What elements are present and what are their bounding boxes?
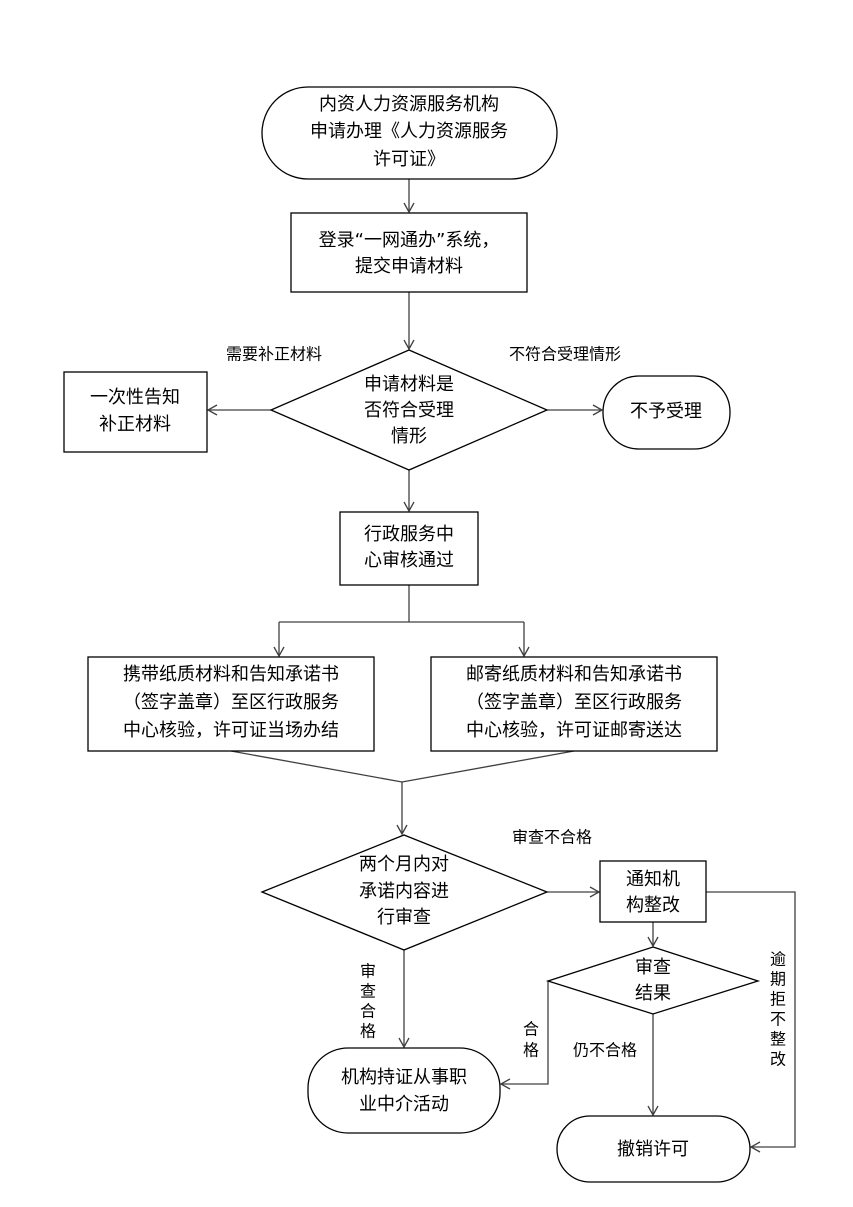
label-pass: 合 格	[523, 1020, 539, 1060]
node-text: 申请材料是	[364, 374, 454, 395]
node-text: 登录“一网通办”系统，	[319, 230, 500, 251]
label-char: 格	[360, 1022, 376, 1041]
check-diamond: 申请材料是 否符合受理 情形	[269, 349, 549, 471]
node-text: 业中介活动	[359, 1094, 449, 1115]
label-char: 逾	[770, 950, 786, 969]
node-text: 中心核验，许可证当场办结	[123, 720, 339, 741]
node-text: 一次性告知	[90, 387, 180, 408]
node-text: 行审查	[377, 907, 431, 928]
node-text: 申请办理《人力资源服务	[310, 121, 508, 142]
start-terminal: 内资人力资源服务机构 申请办理《人力资源服务 许可证》	[261, 86, 558, 180]
node-text: 机构持证从事职	[341, 1067, 467, 1088]
node-text: 两个月内对	[359, 854, 449, 875]
operate-terminal: 机构持证从事职 业中介活动	[307, 1047, 501, 1134]
supplement-box: 一次性告知 补正材料	[63, 371, 208, 453]
node-text: 心审核通过	[364, 550, 454, 571]
node-text: 中心核验，许可证邮寄送达	[466, 720, 682, 741]
label-char: 查	[360, 982, 376, 1001]
node-text: 携带纸质材料和告知承诺书	[123, 664, 339, 685]
label-need-supplement: 需要补正材料	[226, 345, 322, 364]
node-text: （签字盖章）至区行政服务	[466, 692, 682, 713]
node-text: 不予受理	[630, 401, 702, 422]
reject-terminal: 不予受理	[602, 375, 731, 450]
node-text: 结果	[635, 983, 671, 1004]
label-review-pass: 审 查 合 格	[360, 962, 376, 1041]
node-text: （签字盖章）至区行政服务	[123, 692, 339, 713]
node-text: 通知机	[626, 869, 680, 890]
label-char: 整	[770, 1030, 786, 1049]
center-review-box: 行政服务中 心审核通过	[339, 511, 479, 586]
node-text: 行政服务中	[364, 524, 454, 545]
two-month-review-diamond: 两个月内对 承诺内容进 行审查	[260, 834, 549, 951]
node-text: 承诺内容进	[359, 881, 449, 902]
label-not-meet: 不符合受理情形	[509, 345, 621, 364]
notify-box: 通知机 构整改	[599, 860, 707, 923]
label-review-fail: 审查不合格	[512, 828, 592, 847]
review-result-diamond: 审查 结果	[545, 946, 761, 1015]
label-char: 格	[523, 1041, 539, 1060]
label-still-fail: 仍不合格	[573, 1041, 637, 1060]
submit-box: 登录“一网通办”系统， 提交申请材料	[290, 212, 528, 293]
mail-box: 邮寄纸质材料和告知承诺书 （签字盖章）至区行政服务 中心核验，许可证邮寄送达	[430, 656, 718, 752]
label-char: 审	[360, 962, 376, 981]
node-text: 构整改	[626, 895, 680, 916]
label-char: 期	[770, 970, 786, 989]
node-text: 补正材料	[99, 414, 171, 435]
node-text: 否符合受理	[364, 400, 454, 421]
node-text: 撤销许可	[617, 1139, 689, 1160]
connectors	[206, 179, 796, 1153]
node-text: 提交申请材料	[355, 256, 463, 277]
node-text: 内资人力资源服务机构	[319, 94, 499, 115]
node-text: 情形	[391, 426, 427, 447]
node-text: 许可证》	[373, 149, 445, 170]
onsite-box: 携带纸质材料和告知承诺书 （签字盖章）至区行政服务 中心核验，许可证当场办结	[87, 656, 375, 752]
label-char: 拒	[770, 990, 786, 1009]
label-char: 合	[360, 1002, 376, 1021]
label-char: 合	[523, 1020, 539, 1039]
node-text: 审查	[635, 957, 671, 978]
node-text: 邮寄纸质材料和告知承诺书	[466, 664, 682, 685]
label-overdue: 逾 期 拒 不 整 改	[770, 950, 786, 1069]
label-char: 改	[770, 1050, 786, 1069]
label-char: 不	[770, 1010, 786, 1029]
revoke-terminal: 撤销许可	[556, 1115, 751, 1183]
